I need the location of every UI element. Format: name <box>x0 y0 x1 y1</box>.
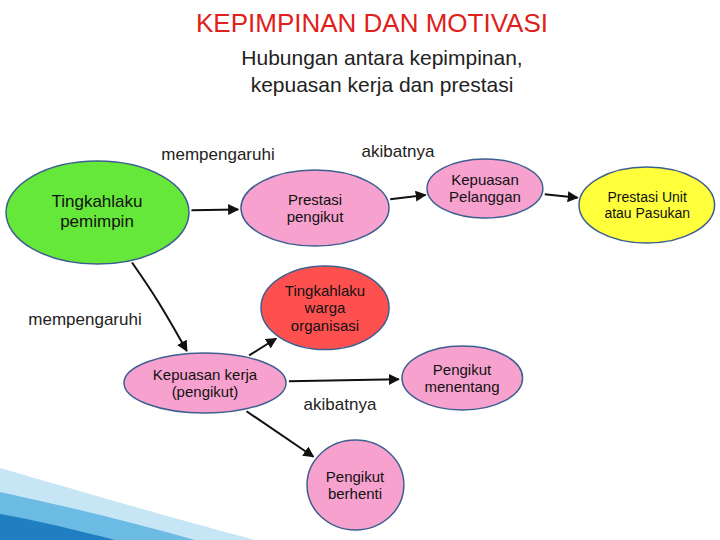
node-text: Pengikut menentang <box>419 361 504 396</box>
connector-arrow <box>249 339 276 356</box>
ellipse-shape <box>124 353 286 413</box>
node-text: Tingkahlaku pemimpin <box>42 192 152 231</box>
node-text: Prestasi Unit atau Pasukan <box>597 189 697 221</box>
node-text: Kepuasan Pelanggan <box>445 171 525 206</box>
swoosh-band <box>0 468 255 540</box>
ellipse-node: Tingkahlaku warga organisasi <box>260 265 390 350</box>
ellipse-shape <box>6 161 189 264</box>
ellipse-node: Tingkahlaku pemimpin <box>5 160 190 265</box>
relation-label: mempengaruhi <box>26 310 143 330</box>
ellipse-shape <box>402 346 523 410</box>
connector-arrow <box>390 195 425 199</box>
relation-label: mempengaruhi <box>159 145 276 165</box>
connector-arrow <box>246 411 313 457</box>
slide-title: KEPIMPINAN DAN MOTIVASI <box>24 8 720 39</box>
node-text: Prestasi pengikut <box>275 191 355 226</box>
ellipse-node: Prestasi Unit atau Pasukan <box>578 166 716 244</box>
ellipse-shape <box>261 266 389 349</box>
swoosh-band <box>0 514 115 540</box>
relation-label: akibatnya <box>302 395 379 415</box>
connector-arrow <box>132 262 187 350</box>
ellipse-node: Pengikut menentang <box>401 345 524 411</box>
ellipse-shape <box>241 170 389 246</box>
subtitle: Hubungan antara kepimpinan, kepuasan ker… <box>200 44 564 99</box>
ellipse-node: Kepuasan kerja (pengikut) <box>123 352 287 414</box>
node-text: Pengikut berhenti <box>320 468 390 503</box>
ellipse-node: Pengikut berhenti <box>306 439 405 531</box>
ellipse-node: Kepuasan Pelanggan <box>426 158 544 219</box>
connector-arrow <box>289 379 399 381</box>
connector-arrow <box>191 208 238 211</box>
ellipse-node: Prestasi pengikut <box>240 169 390 247</box>
ellipse-shape <box>307 440 404 530</box>
ellipse-shape <box>579 167 715 243</box>
ellipse-shape <box>427 159 543 218</box>
node-text: Kepuasan kerja (pengikut) <box>145 366 265 401</box>
swoosh-band <box>0 492 195 540</box>
relation-label: akibatnya <box>360 142 437 162</box>
node-text: Tingkahlaku warga organisasi <box>277 282 372 334</box>
connector-arrow <box>545 194 578 197</box>
